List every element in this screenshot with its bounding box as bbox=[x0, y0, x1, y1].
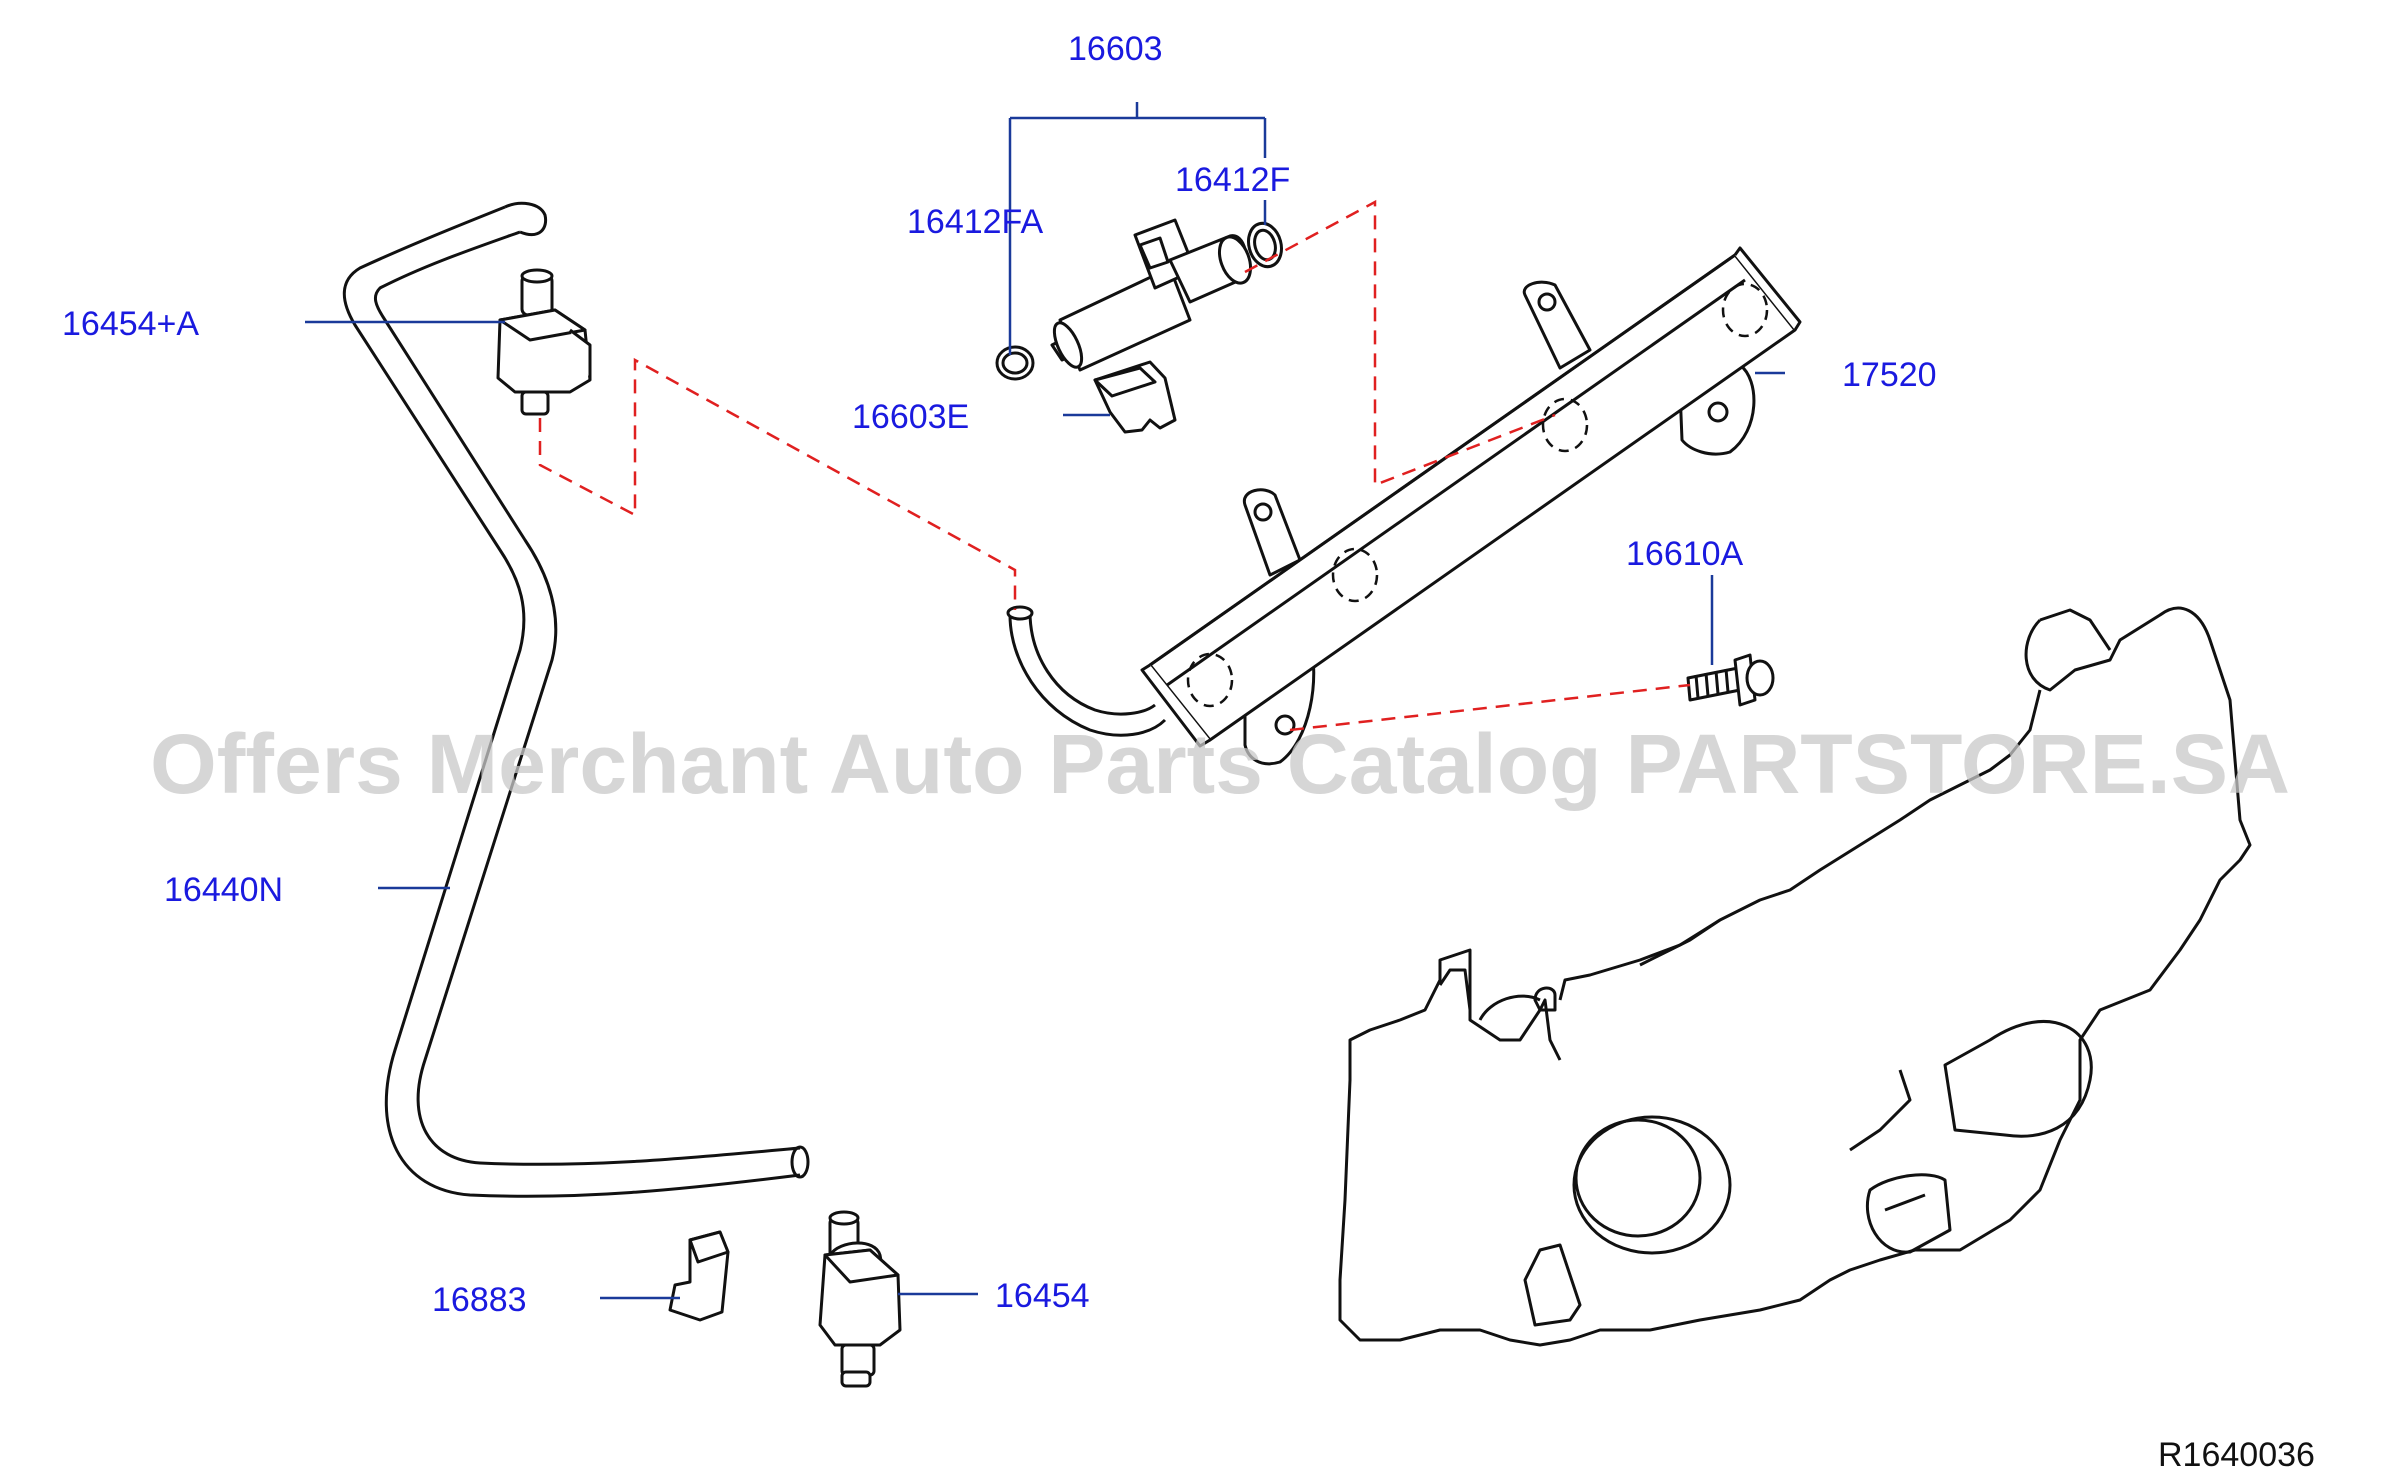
label-16454[interactable]: 16454 bbox=[995, 1277, 1090, 1315]
damper-icon bbox=[818, 1210, 902, 1388]
part-labels: 16603 16412F 16412FA 16454+A 17520 16603… bbox=[62, 30, 1937, 1319]
label-16412F[interactable]: 16412F bbox=[1175, 161, 1290, 199]
label-16412FA[interactable]: 16412FA bbox=[907, 203, 1043, 241]
label-16440N[interactable]: 16440N bbox=[164, 871, 283, 909]
clip-icon bbox=[668, 1230, 730, 1322]
fuel-hose-icon bbox=[342, 201, 810, 1198]
diagram-reference: R1640036 bbox=[2158, 1436, 2315, 1474]
clip-icon bbox=[1093, 360, 1177, 434]
assembly-guide-lines bbox=[538, 199, 1691, 732]
label-16610A[interactable]: 16610A bbox=[1626, 535, 1744, 573]
leader-lines bbox=[305, 102, 1785, 1300]
label-16883[interactable]: 16883 bbox=[432, 1281, 527, 1319]
fuel-injector-icon bbox=[1050, 218, 1253, 372]
label-16603[interactable]: 16603 bbox=[1068, 30, 1163, 68]
label-17520[interactable]: 17520 bbox=[1842, 356, 1937, 394]
watermark-text: Offers Merchant Auto Parts Catalog PARTS… bbox=[150, 717, 2290, 811]
intake-manifold-icon bbox=[1338, 606, 2252, 1347]
label-16603E[interactable]: 16603E bbox=[852, 398, 969, 436]
bolt-icon bbox=[1686, 653, 1775, 707]
damper-icon bbox=[496, 268, 592, 416]
fuel-rail-icon bbox=[1006, 246, 1802, 766]
label-16454A[interactable]: 16454+A bbox=[62, 305, 199, 343]
